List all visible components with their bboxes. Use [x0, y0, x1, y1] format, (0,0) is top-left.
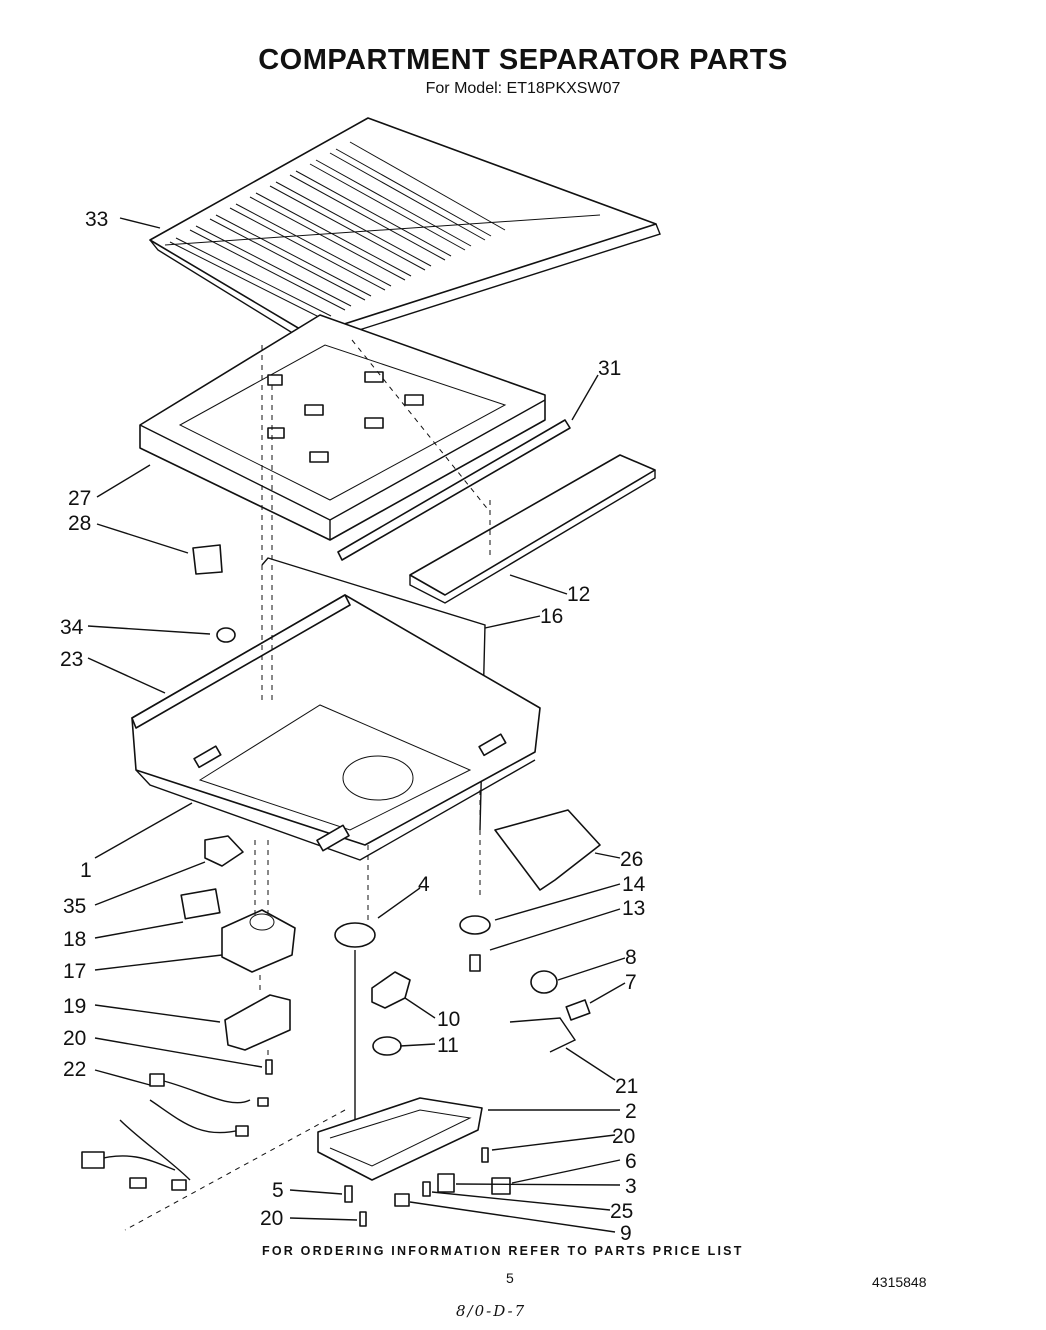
part-34-grommet — [216, 627, 236, 643]
part-7-socket — [565, 999, 591, 1021]
callout-8: 8 — [625, 946, 637, 969]
part-28-pad — [192, 544, 223, 575]
callout-20c: 20 — [260, 1207, 283, 1230]
callout-2: 2 — [625, 1100, 637, 1123]
part-13-bulb — [469, 954, 481, 972]
callout-7: 7 — [625, 971, 637, 994]
callout-1: 1 — [80, 859, 92, 882]
callout-11: 11 — [437, 1034, 459, 1057]
page-title: COMPARTMENT SEPARATOR PARTS — [258, 44, 788, 76]
model-subtitle: For Model: ET18PKXSW07 — [425, 80, 621, 97]
part-2-base — [317, 1097, 483, 1181]
part-20a-screw — [265, 1059, 273, 1075]
callout-14: 14 — [622, 873, 646, 896]
part-21-lead — [509, 1017, 577, 1053]
part-10-switch — [371, 971, 411, 1009]
part-18-gasket — [180, 888, 221, 920]
part-9-nut — [394, 1193, 410, 1207]
part-1-separator-shell — [131, 594, 541, 861]
part-12-channel — [409, 454, 656, 604]
part-31-strip — [337, 419, 571, 561]
document-number: 4315848 — [872, 1274, 927, 1290]
callout-19: 19 — [63, 995, 86, 1018]
part-27-tray — [139, 314, 546, 541]
part-8-lamp — [530, 970, 558, 994]
leader-lines — [87, 217, 626, 1233]
part-11-knob — [372, 1036, 402, 1056]
part-33-grille — [149, 117, 661, 346]
alignment-lines — [124, 339, 491, 1231]
part-20c-screw — [359, 1211, 367, 1227]
part-25-screw — [422, 1181, 431, 1197]
callout-21: 21 — [615, 1075, 638, 1098]
part-20b-screw — [481, 1147, 489, 1163]
callout-22: 22 — [63, 1058, 86, 1081]
callout-18: 18 — [63, 928, 86, 951]
callout-31: 31 — [598, 357, 621, 380]
callout-13: 13 — [622, 897, 645, 920]
callout-33: 33 — [85, 208, 108, 231]
page-number: 5 — [506, 1270, 514, 1286]
part-19-bracket — [224, 994, 291, 1051]
callout-3: 3 — [625, 1175, 637, 1198]
part-6-socket — [491, 1177, 511, 1195]
part-26-duct — [494, 809, 601, 891]
ordering-info-footer: FOR ORDERING INFORMATION REFER TO PARTS … — [262, 1244, 744, 1258]
callout-labels: 33 31 27 28 12 16 34 23 1 26 35 4 14 13 … — [60, 208, 646, 1245]
callout-35: 35 — [63, 895, 86, 918]
callout-17: 17 — [63, 960, 86, 983]
callout-28: 28 — [68, 512, 91, 535]
callout-4: 4 — [418, 873, 430, 896]
callout-10: 10 — [437, 1008, 460, 1031]
part-4-damper — [334, 922, 376, 1160]
callout-5: 5 — [272, 1179, 284, 1202]
callout-34: 34 — [60, 616, 84, 639]
part-35-clip — [204, 835, 244, 867]
callout-12: 12 — [567, 583, 590, 606]
part-5-screw — [344, 1185, 353, 1203]
callout-26: 26 — [620, 848, 643, 871]
part-3-switch — [437, 1173, 455, 1193]
callout-9: 9 — [620, 1222, 632, 1245]
callout-16: 16 — [540, 605, 563, 628]
callout-20a: 20 — [63, 1027, 86, 1050]
callout-23: 23 — [60, 648, 83, 671]
part-14-socket — [459, 915, 491, 935]
callout-20b: 20 — [612, 1125, 635, 1148]
part-17-housing — [221, 909, 296, 973]
callout-27: 27 — [68, 487, 91, 510]
handwritten-note: 8/0-D-7 — [456, 1302, 527, 1320]
callout-6: 6 — [625, 1150, 637, 1173]
callout-25: 25 — [610, 1200, 633, 1223]
part-22-harness — [81, 1073, 269, 1191]
